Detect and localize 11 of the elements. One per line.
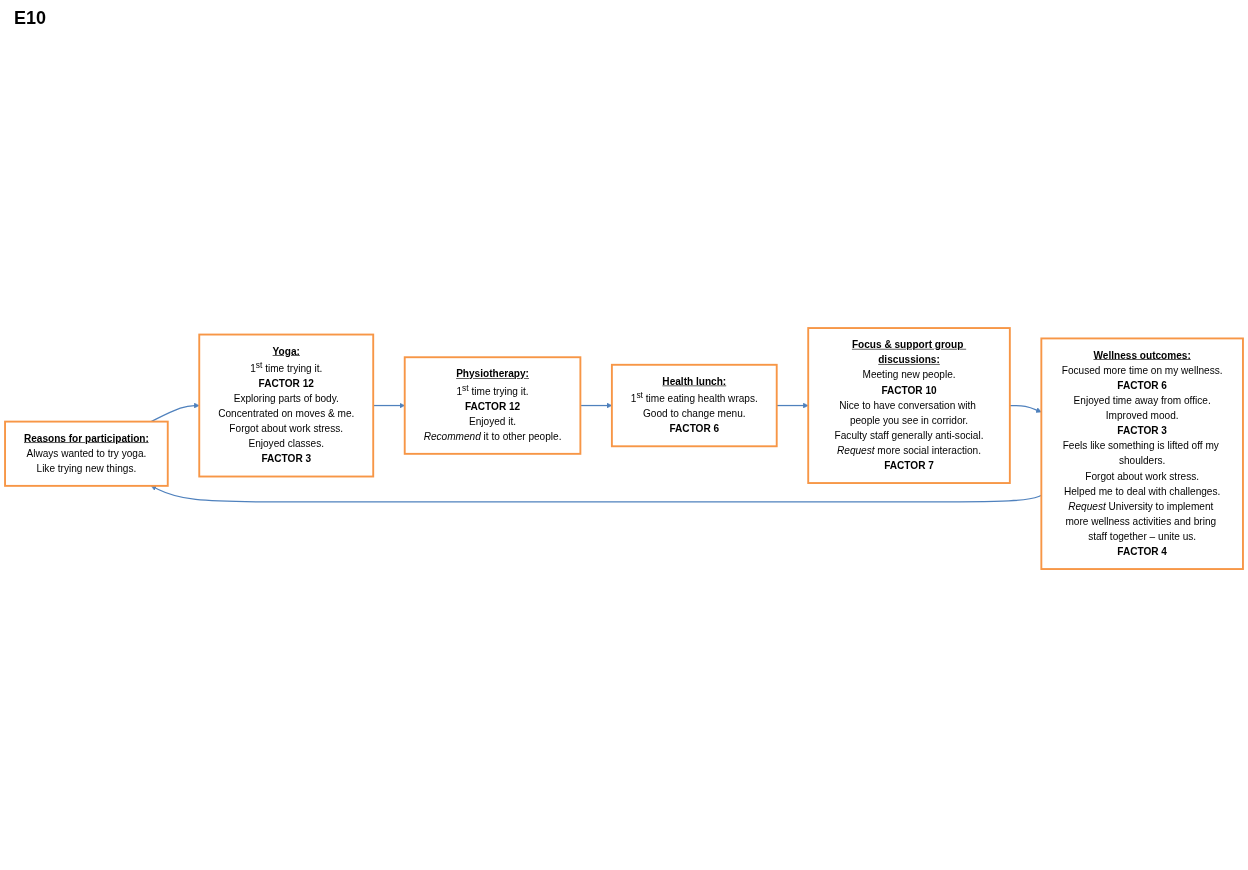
node-box: Physiotherapy: 1$^{st}$ time trying it. FACTOR 12 Enjoyed it. Recommend it to other people. <box>403 356 582 456</box>
arrow <box>1009 405 1042 414</box>
node-box: Yoga: 1$^{st}$ time trying it. FACTOR 12 Exploring parts of body. Concentrated on moves & me. Forgot about work stress. Enjoyed classes. FACTOR 3 <box>198 334 375 478</box>
node-box: Wellness outcomes: Focused more time on my wellness. FACTOR 6 Enjoyed time away from office. Improved mood. FACTOR 3 Feels like something is lifted off my shoulders. Forgot about work stress. Helped me to deal with challenges. Request University to implement more wellness activities and bring staff together – unite us. FACTOR 4 <box>1040 337 1244 571</box>
arrow <box>776 403 809 409</box>
node-box: Health lunch: 1$^{st}$ time eating health wraps. Good to change menu. FACTOR 6 <box>610 364 778 448</box>
diagram-title: E10 <box>14 8 47 29</box>
node-box: Focus & support group discussions: Meeting new people. FACTOR 10 Nice to have conversation with people you see in corridor. Faculty staff generally anti-social. Request more social interaction. FACTOR 7 <box>807 327 1011 485</box>
arrow <box>150 403 200 423</box>
arrow <box>150 486 1042 503</box>
node-box: Reasons for participation: Always wanted to try yoga. Like trying new things. <box>4 421 169 488</box>
